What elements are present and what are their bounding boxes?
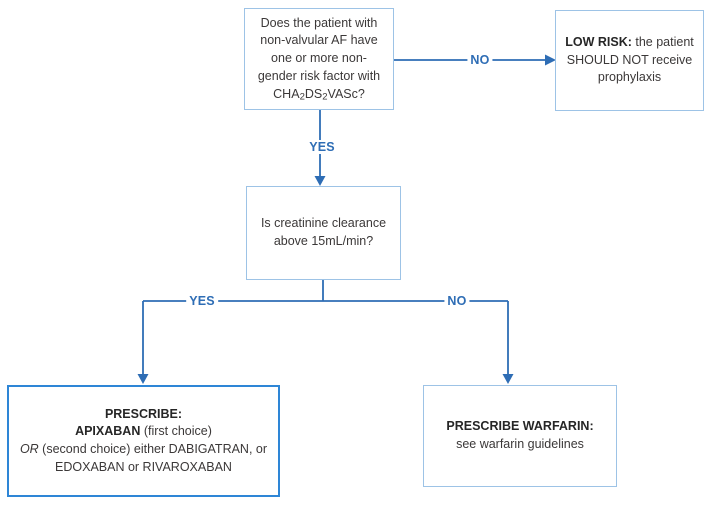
- label-yes-branch: YES: [186, 294, 218, 308]
- arrow-yes-branch-head: [137, 374, 149, 384]
- outcome-box-prescribe-warfarin-text: PRESCRIBE WARFARIN: see warfarin guideli…: [446, 418, 593, 454]
- decision-box-af-risk: Does the patient with non-valvular AF ha…: [244, 8, 394, 110]
- prescribe-doac-line-3: OR (second choice) either DABIGATRAN, or: [19, 442, 268, 456]
- arrow-no-branch-head: [502, 374, 514, 384]
- decision-box-af-risk-text: Does the patient with non-valvular AF ha…: [257, 15, 381, 103]
- label-no-top: NO: [467, 53, 493, 67]
- outcome-box-prescribe-doac: PRESCRIBE: APIXABAN (first choice) OR (s…: [7, 385, 280, 497]
- label-no-branch: NO: [444, 294, 470, 308]
- outcome-box-low-risk-text: LOW RISK: the patient SHOULD NOT receive…: [565, 34, 694, 85]
- prescribe-doac-line-1: PRESCRIBE:: [104, 406, 183, 421]
- outcome-box-prescribe-doac-text: PRESCRIBE: APIXABAN (first choice) OR (s…: [20, 406, 267, 477]
- prescribe-doac-line-2: APIXABAN (first choice): [75, 424, 212, 439]
- arrow-yes-top-head: [314, 176, 326, 186]
- outcome-box-low-risk: LOW RISK: the patient SHOULD NOT receive…: [555, 10, 704, 111]
- outcome-box-prescribe-warfarin: PRESCRIBE WARFARIN: see warfarin guideli…: [423, 385, 617, 487]
- label-yes-top: YES: [306, 140, 338, 154]
- arrow-no-top-head: [545, 54, 556, 66]
- decision-box-creatinine: Is creatinine clearance above 15mL/min?: [246, 186, 401, 280]
- prescribe-doac-line-4: EDOXABAN or RIVAROXABAN: [55, 459, 232, 474]
- prescribe-warfarin-line-2: see warfarin guidelines: [456, 437, 584, 451]
- decision-box-creatinine-text: Is creatinine clearance above 15mL/min?: [260, 216, 387, 248]
- prescribe-warfarin-line-1: PRESCRIBE WARFARIN:: [446, 419, 594, 434]
